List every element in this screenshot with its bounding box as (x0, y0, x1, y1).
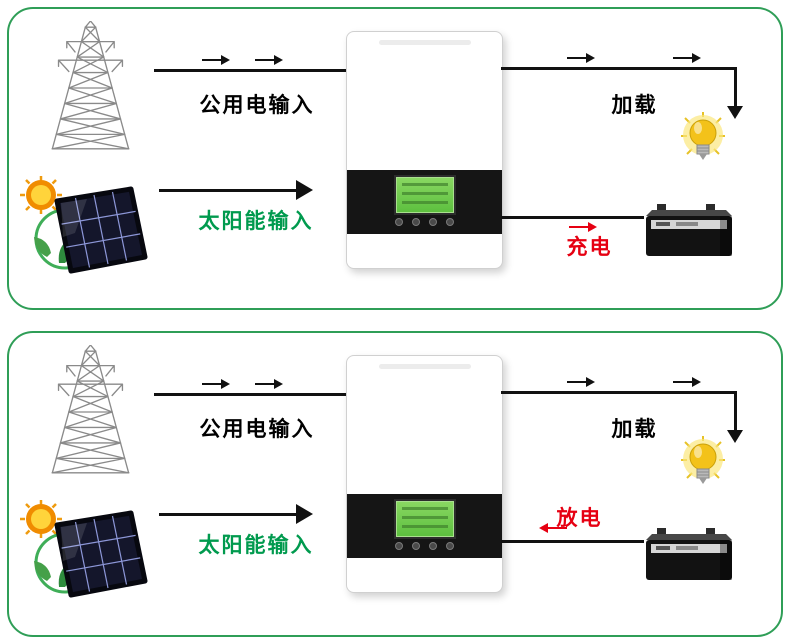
inverter-control-panel (347, 494, 502, 558)
inverter-button-row (347, 218, 502, 226)
flow-arrow-icon (567, 53, 595, 63)
inverter-button (395, 218, 403, 226)
right-arrow-icon (296, 180, 313, 200)
right-arrow-icon (296, 504, 313, 524)
diagram-panel-charging: 公用电输入 加载 太阳能输入 充电 (7, 7, 783, 310)
inverter-control-panel (347, 170, 502, 234)
load-output-line (501, 67, 737, 70)
flow-arrow-icon (567, 377, 595, 387)
inverter-button (429, 542, 437, 550)
down-arrow-icon (727, 430, 743, 443)
battery-flow-label: 充电 (566, 236, 613, 259)
inverter-button (412, 218, 420, 226)
utility-grid-tower-illustration (21, 345, 161, 479)
down-arrow-icon (727, 106, 743, 119)
inverter-button (446, 542, 454, 550)
battery-flow-label: 放电 (556, 507, 603, 530)
load-label: 加载 (611, 418, 658, 441)
charge-arrow-icon (569, 222, 597, 232)
inverter-device (346, 31, 503, 269)
solar-panel-illustration (17, 173, 155, 303)
inverter-vent (378, 40, 471, 45)
inverter-button (446, 218, 454, 226)
solar-input-label: 太阳能输入 (198, 210, 314, 233)
flow-arrow-icon (255, 55, 283, 65)
light-bulb-icon (677, 434, 729, 498)
load-label: 加载 (611, 94, 658, 117)
inverter-button (395, 542, 403, 550)
battery-illustration (642, 200, 736, 260)
utility-input-line (154, 393, 346, 396)
light-bulb-icon (677, 110, 729, 174)
inverter-button-row (347, 542, 502, 550)
load-output-drop-line (734, 391, 737, 431)
solar-input-line (159, 189, 297, 192)
battery-line (501, 216, 644, 219)
utility-input-line (154, 69, 346, 72)
inverter-button (412, 542, 420, 550)
utility-input-label: 公用电输入 (199, 418, 315, 441)
flow-arrow-icon (673, 53, 701, 63)
flow-arrow-icon (202, 55, 230, 65)
inverter-device (346, 355, 503, 593)
battery-illustration (642, 524, 736, 584)
flow-arrow-icon (255, 379, 283, 389)
diagram-panel-discharging: 公用电输入 加载 太阳能输入 放电 (7, 331, 783, 637)
load-output-drop-line (734, 67, 737, 107)
solar-input-line (159, 513, 297, 516)
flow-arrow-icon (673, 377, 701, 387)
solar-input-label: 太阳能输入 (198, 534, 314, 557)
inverter-vent (378, 364, 471, 369)
solar-panel-illustration (17, 497, 155, 627)
lcd-screen (393, 175, 456, 215)
utility-grid-tower-illustration (21, 21, 161, 155)
load-output-line (501, 391, 737, 394)
inverter-button (429, 218, 437, 226)
flow-arrow-icon (202, 379, 230, 389)
lcd-screen (393, 499, 456, 539)
discharge-arrow-icon (539, 523, 567, 533)
battery-line (501, 540, 644, 543)
utility-input-label: 公用电输入 (199, 94, 315, 117)
